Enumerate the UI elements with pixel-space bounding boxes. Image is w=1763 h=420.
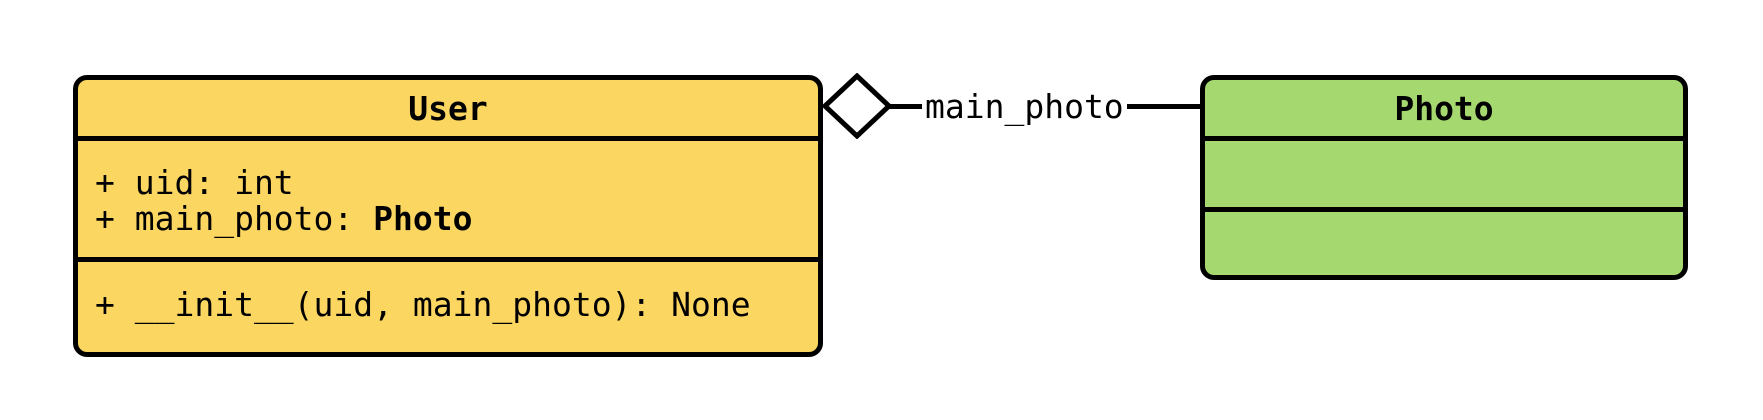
aggregation-diamond-icon — [822, 73, 892, 139]
user-attributes-section: + uid: int + main_photo: Photo — [78, 141, 818, 262]
relation-label: main_photo — [922, 87, 1127, 127]
attribute-row: + uid: int — [95, 165, 808, 201]
attribute-row: + main_photo: Photo — [95, 201, 808, 237]
user-methods-section: + __init__(uid, main_photo): None — [78, 262, 818, 352]
photo-attributes-section — [1205, 141, 1683, 212]
attribute-text: + uid: int — [95, 163, 294, 202]
class-title-photo: Photo — [1205, 80, 1683, 141]
class-title-user: User — [78, 80, 818, 141]
attribute-text: + main_photo: — [95, 199, 374, 238]
class-box-user: User + uid: int + main_photo: Photo + __… — [73, 75, 823, 357]
method-text: + __init__(uid, main_photo): None — [95, 285, 751, 324]
class-box-photo: Photo — [1200, 75, 1688, 280]
method-row: + __init__(uid, main_photo): None — [95, 287, 808, 323]
attribute-type-bold: Photo — [373, 199, 473, 238]
photo-methods-section — [1205, 212, 1683, 275]
